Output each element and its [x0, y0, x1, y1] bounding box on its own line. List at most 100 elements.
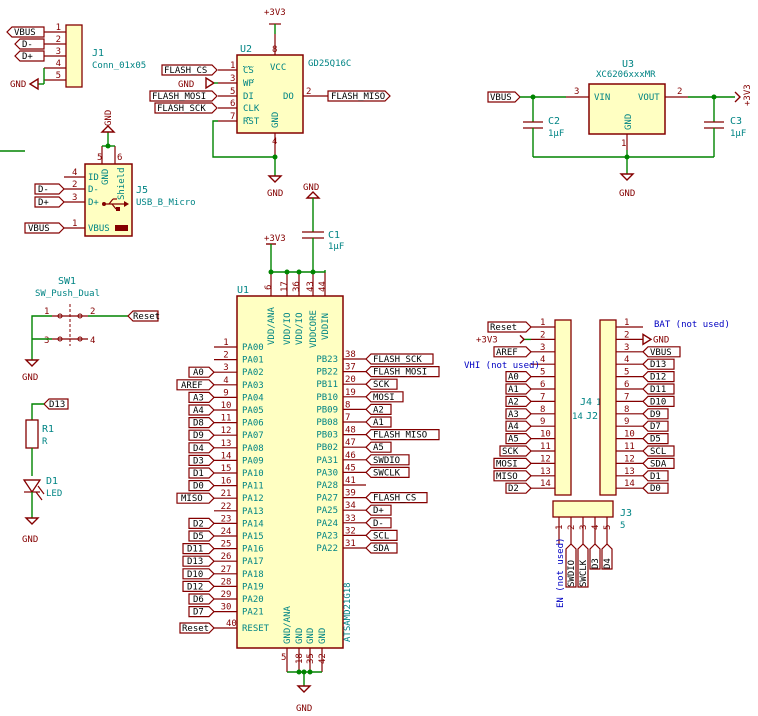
u1-pin-name-pa31: PA31 — [316, 456, 338, 466]
j4-pin-num-5: 5 — [540, 368, 545, 378]
u1-pin-name-pa24: PA24 — [316, 519, 338, 529]
j3-note-en-not-used: EN (not used) — [556, 538, 566, 608]
j1-pin-2: 2 — [56, 35, 61, 45]
u1-pin-num-12: 12 — [221, 426, 232, 436]
j5-pin-num-2: 2 — [72, 180, 77, 190]
u1-value: ATSAMD21G18 — [343, 582, 353, 642]
j1-gnd-label: GND — [10, 80, 26, 90]
u1-pin-name-reset: RESET — [242, 624, 270, 634]
c1-value: 1µF — [328, 242, 344, 252]
u3-pin-num-1: 1 — [621, 139, 626, 149]
u1-pin-num-26: 26 — [221, 552, 232, 562]
u1-pin-num-13: 13 — [221, 439, 232, 449]
u1-pin-name-pb02: PB02 — [316, 443, 338, 453]
u1-pin-num-25: 25 — [221, 540, 232, 550]
j2-pin-num-12: 12 — [624, 454, 635, 464]
u1-pin-num-21: 21 — [221, 489, 232, 499]
u1-pin-num-7: 7 — [345, 413, 350, 423]
u2-pin-num-5: 5 — [230, 87, 235, 97]
j3-label-swclk: SWCLK — [579, 559, 589, 587]
r1-ref: R1 — [42, 424, 54, 435]
u1-pin-num-2: 2 — [223, 351, 228, 361]
j4-pin-num-13: 13 — [540, 467, 551, 477]
u1-pin-name-pa28: PA28 — [316, 481, 338, 491]
u1-pin-num-16: 16 — [221, 477, 232, 487]
u1-pin-num-45: 45 — [345, 463, 356, 473]
u1-pin-name-pb08: PB08 — [316, 418, 338, 428]
u1-pin-num-8: 8 — [345, 400, 350, 410]
j2-label-d13: D13 — [650, 360, 666, 370]
u1-pin-name-pb09: PB09 — [316, 405, 338, 415]
u1-label-d13: D13 — [187, 557, 203, 567]
u1-label-d2: D2 — [193, 519, 204, 529]
j2-value: 14 — [572, 412, 583, 422]
u1-pin-name-pb03: PB03 — [316, 431, 338, 441]
u1-pin-num-24: 24 — [221, 527, 232, 537]
sw1-pin-4: 4 — [90, 336, 95, 346]
u1-pin-name-pa25: PA25 — [316, 506, 338, 516]
j5-gnd-pin: GND — [101, 169, 111, 185]
j2-pin-num-7: 7 — [624, 392, 629, 402]
u1-label-mosi: MOSI — [373, 393, 395, 403]
u1-label-sck: SCK — [373, 380, 390, 390]
u1-pin-name-pb23: PB23 — [316, 355, 338, 365]
j4-pwr-label: +3V3 — [476, 335, 498, 345]
j2-label-d9: D9 — [650, 410, 661, 420]
u2-label-flash-miso: FLASH_MISO — [331, 92, 385, 102]
j3-label-d4: D4 — [603, 558, 613, 569]
j5-ref: J5 — [136, 185, 148, 196]
u1-pin-num-33: 33 — [345, 514, 356, 524]
j4-pin-num-2: 2 — [540, 330, 545, 340]
u2-pwr-label: +3V3 — [264, 8, 286, 18]
j4-pin-num-3: 3 — [540, 343, 545, 353]
u1-label-dplus: D+ — [373, 506, 384, 516]
j2-pin-num-3: 3 — [624, 343, 629, 353]
u1-pin-num-48: 48 — [345, 426, 356, 436]
u1-pin-num-47: 47 — [345, 438, 356, 448]
j4-label-miso: MISO — [496, 472, 518, 482]
u1-pin-name-pa20: PA20 — [242, 595, 264, 605]
u1-top-name-vddin: VDDIN — [321, 313, 331, 340]
u1-pin-num-28: 28 — [221, 577, 232, 587]
j4-label-mosi: MOSI — [496, 459, 518, 469]
u1-pin-num-4: 4 — [223, 376, 228, 386]
u1-pin-num-11: 11 — [221, 414, 232, 424]
u1-pin-num-3: 3 — [223, 363, 228, 373]
u3-label-vbus: VBUS — [490, 93, 512, 103]
u1-pin-num-38: 38 — [345, 350, 356, 360]
u2-pin-name-cs: CS — [243, 66, 254, 76]
j5-top-pin-5: 5 — [97, 153, 102, 163]
j5-top-pin-6: 6 — [117, 153, 122, 163]
u1-top-num-43: 43 — [306, 281, 316, 292]
u1-label-d10: D10 — [187, 570, 203, 580]
u1-pin-num-34: 34 — [345, 501, 356, 511]
d1-led-circuit: D13 R1 R D1 LED GND — [22, 398, 69, 545]
j4-pin-num-11: 11 — [540, 442, 551, 452]
c2-value: 1µF — [548, 129, 564, 139]
u1-pin-num-1: 1 — [223, 338, 228, 348]
u1-pin-name-pa19: PA19 — [242, 582, 264, 592]
u1-pin-num-15: 15 — [221, 464, 232, 474]
j1-pin-4: 4 — [56, 59, 61, 69]
u1-pin-name-pa03: PA03 — [242, 381, 264, 391]
j3-pin-num-1: 1 — [555, 525, 565, 530]
sw1-pin-3: 3 — [44, 336, 49, 346]
j1-label-dminus: D- — [22, 40, 33, 50]
sw1-label-reset: Reset — [133, 312, 160, 322]
j2-label-d7: D7 — [650, 422, 661, 432]
j3-value: 5 — [620, 521, 625, 531]
j4-label-a3: A3 — [508, 410, 519, 420]
j2-pin-num-8: 8 — [624, 405, 629, 415]
r1-value: R — [42, 437, 48, 447]
u1-top-num-44: 44 — [318, 281, 328, 292]
u1-pin-name-pa15: PA15 — [242, 532, 264, 542]
u1-top-num-36: 36 — [292, 281, 302, 292]
j4-note-vhi-not-used: VHI (not used) — [464, 361, 540, 371]
u1-label-a3: A3 — [193, 393, 204, 403]
j3-label-swdio: SWDIO — [567, 560, 577, 587]
u1-pin-num-41: 41 — [345, 476, 356, 486]
u3-pin-num-3: 3 — [574, 87, 579, 97]
u3-pin-name-vout: VOUT — [638, 93, 660, 103]
u1-mcu: U1 ATSAMD21G18 6 17 36 43 44 VDD/ANA VDD… — [176, 234, 440, 714]
u1-label-miso: MISO — [181, 494, 203, 504]
